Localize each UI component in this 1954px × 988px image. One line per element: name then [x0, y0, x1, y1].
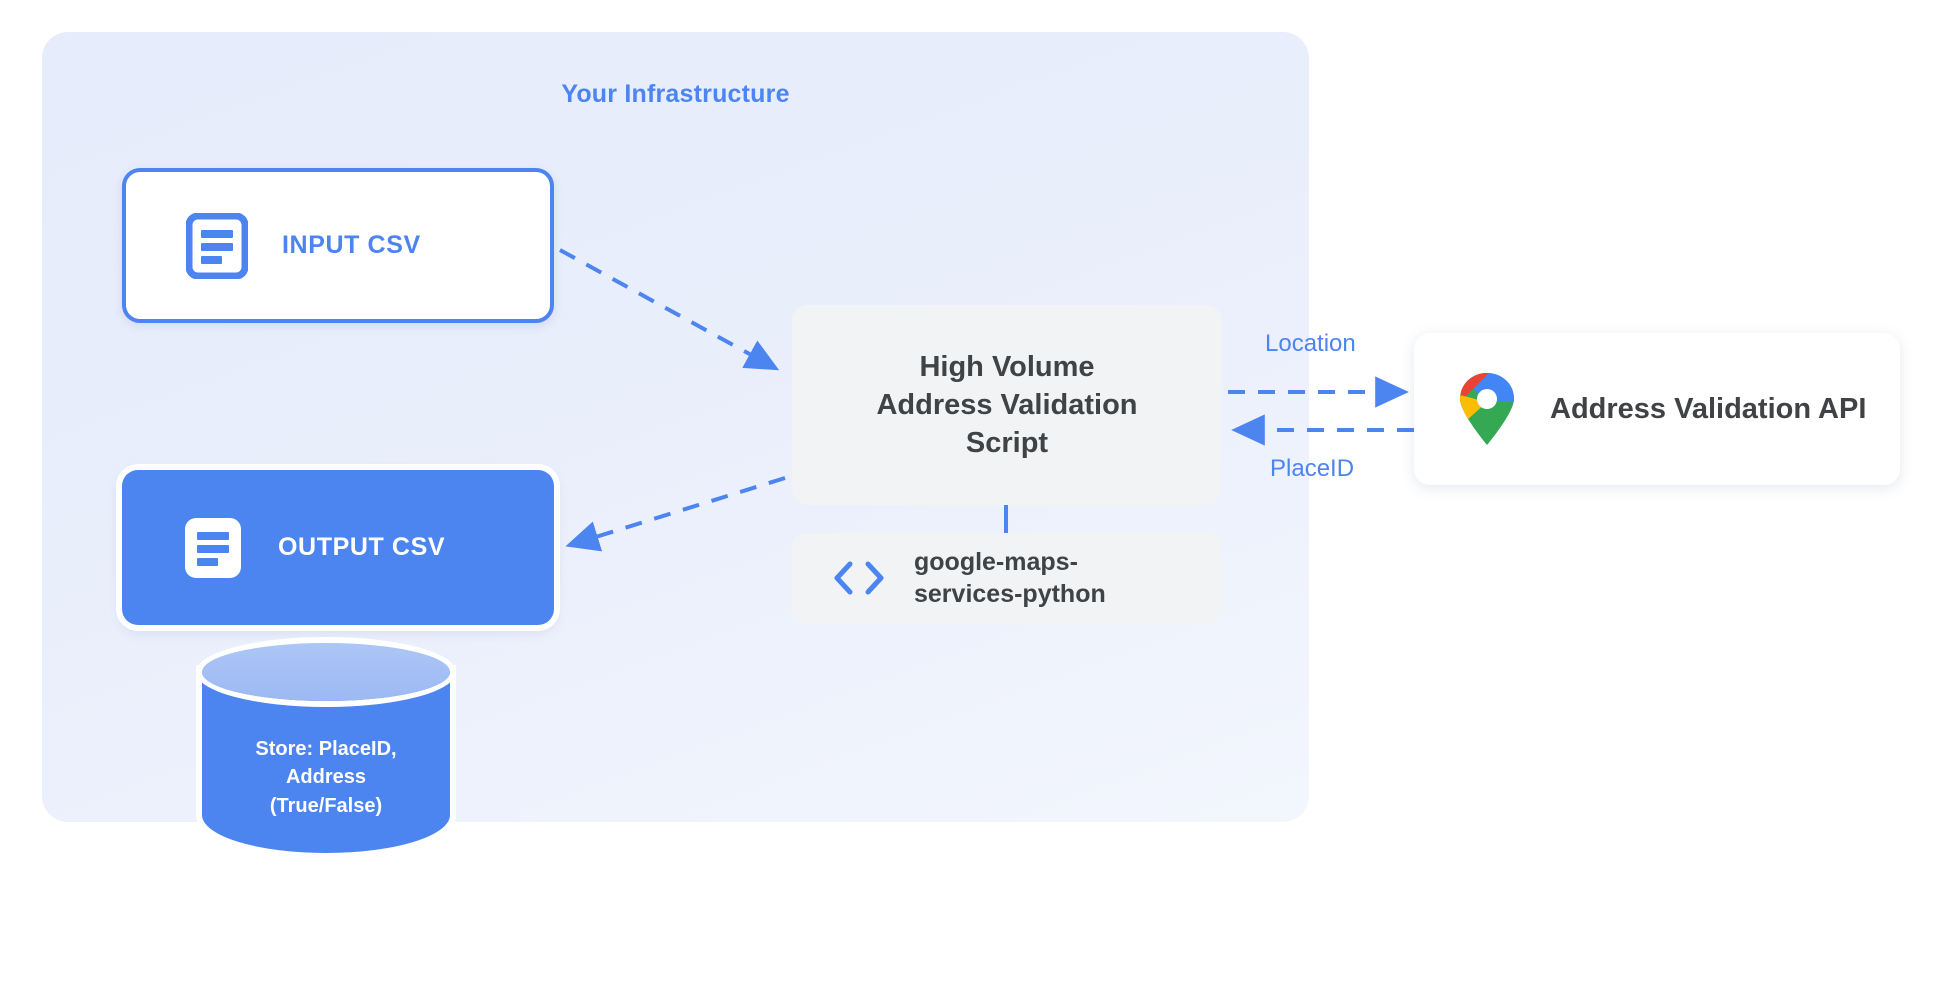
edge-label-placeid: PlaceID [1270, 455, 1355, 482]
library-line-1: google-maps- [914, 548, 1078, 576]
output-csv-label: OUTPUT CSV [278, 533, 446, 561]
document-icon [182, 515, 244, 581]
input-csv-label: INPUT CSV [282, 231, 421, 259]
cylinder-top-ellipse [202, 643, 450, 701]
node-client-library[interactable]: google-maps- services-python [792, 533, 1222, 623]
datastore-line-3: (True/False) [269, 794, 383, 817]
panel-title: Your Infrastructure [561, 80, 790, 108]
script-line-2: Address Validation [876, 388, 1138, 421]
datastore-line-2: Address [285, 766, 367, 789]
document-icon [185, 212, 249, 279]
datastore-label: Store: PlaceID, Address (True/False) [202, 735, 450, 820]
datastore-line-1: Store: PlaceID, [255, 738, 397, 760]
cylinder-body [202, 671, 450, 853]
library-line-2: services-python [914, 580, 1106, 608]
node-datastore[interactable]: Store: PlaceID, Address (True/False) [202, 643, 450, 883]
node-output-csv[interactable]: OUTPUT CSV [122, 470, 554, 625]
script-line-3: Script [965, 427, 1049, 460]
edge-script-to-library [1004, 505, 1008, 543]
google-maps-pin-icon [1456, 372, 1518, 446]
code-brackets-icon [830, 558, 888, 598]
node-validation-script[interactable]: High Volume Address Validation Script [792, 305, 1222, 505]
node-input-csv[interactable]: INPUT CSV [122, 168, 554, 323]
library-label: google-maps- services-python [914, 546, 1106, 610]
node-address-validation-api[interactable]: Address Validation API [1414, 333, 1900, 485]
script-line-1: High Volume [919, 350, 1095, 383]
api-label: Address Validation API [1550, 392, 1867, 425]
edge-label-location: Location [1265, 330, 1356, 357]
